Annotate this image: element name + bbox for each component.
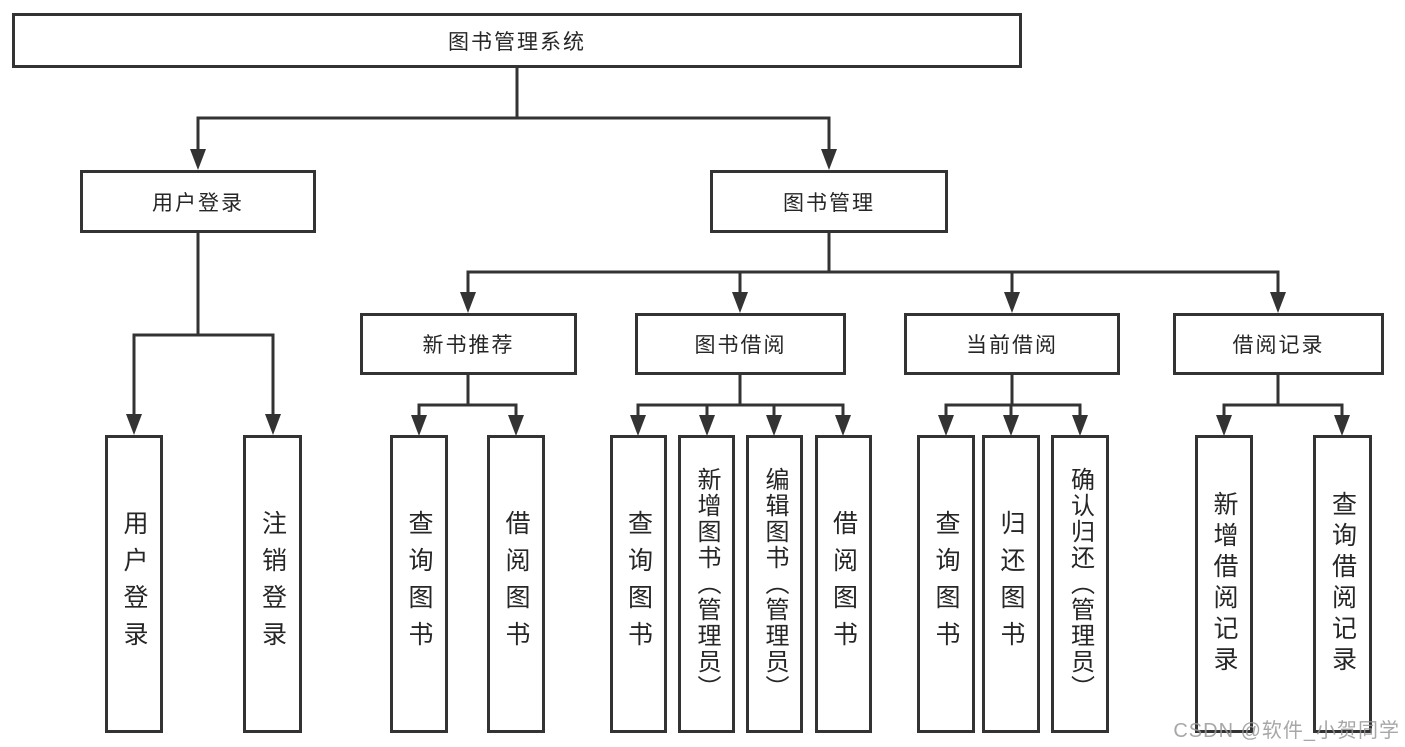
node-library-system: 图书管理系统 <box>12 13 1022 68</box>
leaf-return-books: 归还图书 <box>982 435 1040 733</box>
csdn-watermark: CSDN @软件_小贺同学 <box>1173 720 1400 742</box>
leaf-borrow-books: 借阅图书 <box>815 435 872 733</box>
leaf-query-books-current: 查询图书 <box>917 435 975 733</box>
leaf-borrow-books-recommend: 借阅图书 <box>487 435 545 733</box>
node-book-management: 图书管理 <box>710 170 948 233</box>
leaf-query-borrow-record: 查询借阅记录 <box>1313 435 1372 733</box>
leaf-add-borrow-record: 新增借阅记录 <box>1195 435 1253 733</box>
leaf-query-books-recommend: 查询图书 <box>390 435 448 733</box>
leaf-edit-books-admin: 编辑图书（管理员） <box>746 435 803 733</box>
node-current-borrowing: 当前借阅 <box>904 313 1120 375</box>
leaf-logout-login: 注销登录 <box>243 435 302 733</box>
leaf-user-login: 用户登录 <box>105 435 163 733</box>
leaf-query-books-borrow: 查询图书 <box>610 435 667 733</box>
leaf-add-books-admin: 新增图书（管理员） <box>678 435 735 733</box>
node-new-book-recommendation: 新书推荐 <box>360 313 577 375</box>
node-book-borrowing: 图书借阅 <box>635 313 846 375</box>
leaf-confirm-return-admin: 确认归还（管理员） <box>1051 435 1109 733</box>
node-borrowing-records: 借阅记录 <box>1173 313 1384 375</box>
node-user-login: 用户登录 <box>80 170 316 233</box>
